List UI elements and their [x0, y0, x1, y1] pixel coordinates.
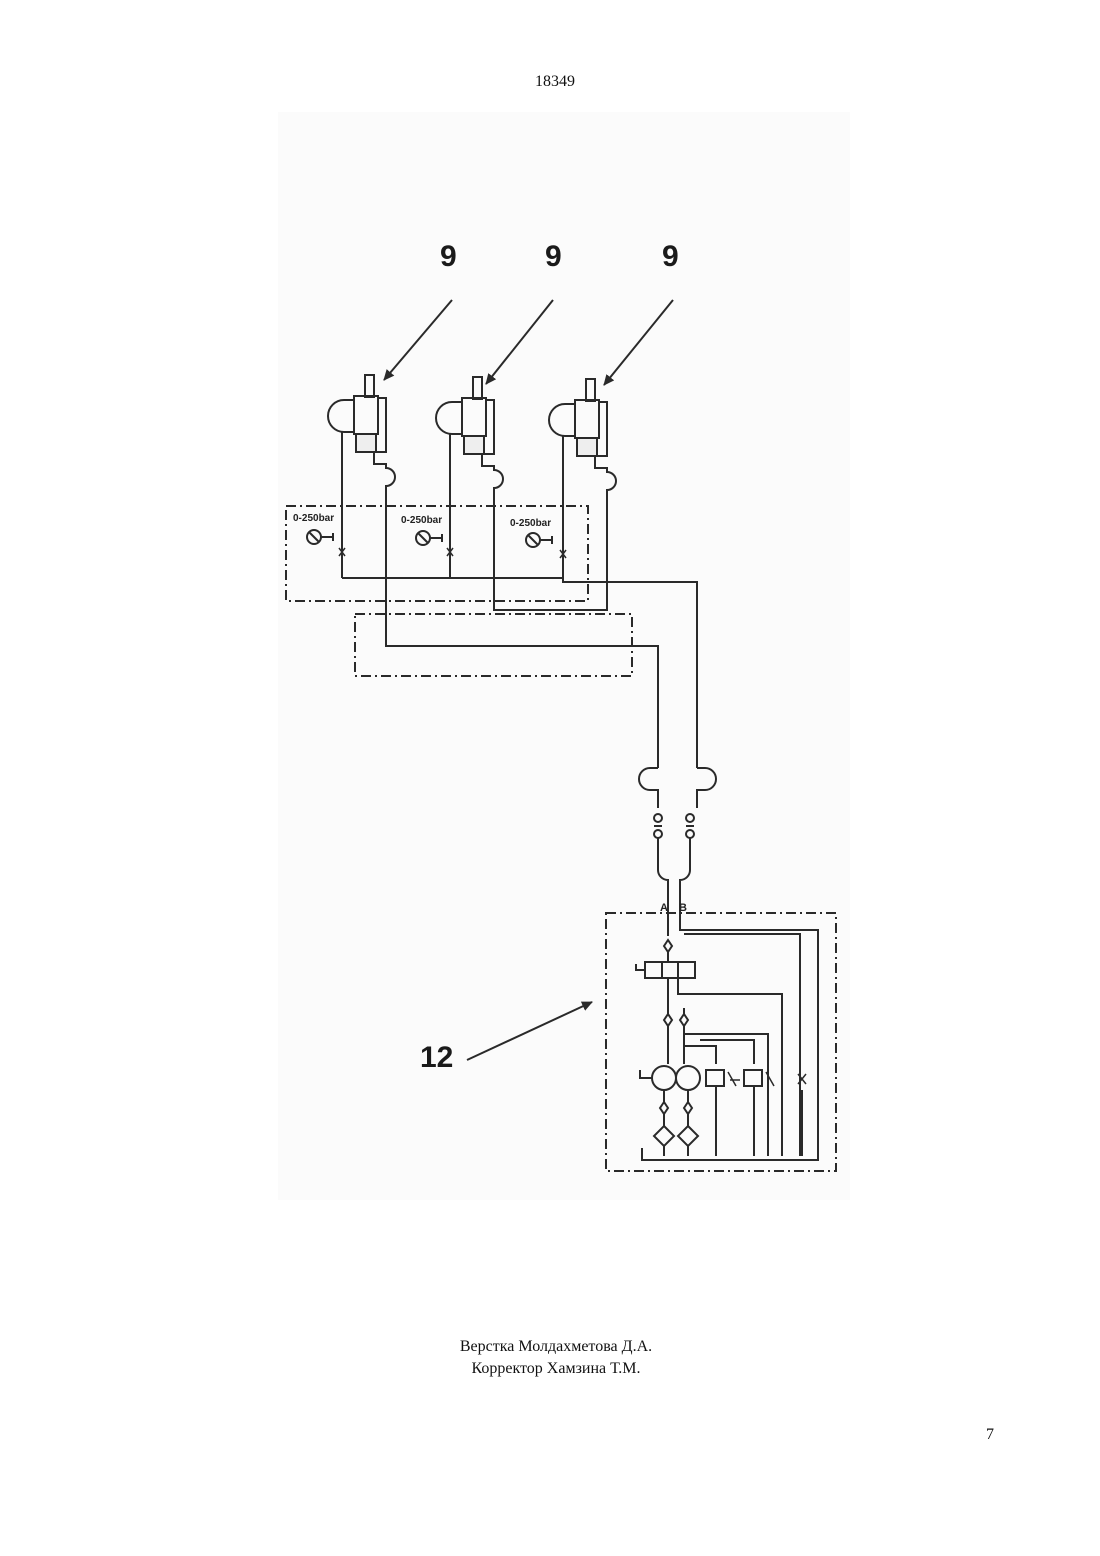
port-label-a: A	[660, 902, 668, 914]
page-number: 7	[986, 1426, 994, 1444]
directional-valve	[645, 962, 695, 978]
leader-arrow-cylinder-3	[604, 300, 673, 385]
pressure-gauge-1: 0-250bar	[293, 513, 345, 556]
hose-coupling-assembly	[639, 768, 716, 916]
gauge-label-2: 0-250bar	[401, 515, 442, 526]
pump-1	[652, 1066, 676, 1090]
callout-label-power-unit: 12	[420, 1041, 453, 1074]
callout-label-cylinder-1: 9	[440, 240, 457, 273]
gauge-label-1: 0-250bar	[293, 513, 334, 524]
leader-arrow-cylinder-2	[486, 300, 553, 384]
power-unit-internals	[636, 916, 818, 1160]
callout-label-cylinder-2: 9	[545, 240, 562, 273]
callout-label-cylinder-3: 9	[662, 240, 679, 273]
leader-arrow-power-unit	[467, 1002, 592, 1060]
hydraulic-cylinder-2	[436, 377, 503, 578]
supply-line-a	[342, 578, 697, 768]
filter-2	[678, 1126, 698, 1146]
hydraulic-cylinder-3	[549, 379, 616, 578]
return-line-b	[386, 578, 658, 768]
pressure-gauge-3: 0-250bar	[510, 518, 566, 558]
pressure-gauge-2: 0-250bar	[401, 515, 453, 556]
layout-credit: Верстка Молдахметова Д.А.	[0, 1336, 1100, 1358]
corrector-credit: Корректор Хамзина Т.М.	[0, 1358, 1100, 1380]
hydraulic-cylinder-1	[328, 375, 395, 578]
port-label-b: B	[679, 902, 687, 914]
oil-tank	[642, 1148, 818, 1160]
filter-1	[654, 1126, 674, 1146]
pump-2	[676, 1066, 700, 1090]
credits: Верстка Молдахметова Д.А. Корректор Хамз…	[0, 1336, 1100, 1380]
leader-arrow-cylinder-1	[384, 300, 452, 380]
gauge-label-3: 0-250bar	[510, 518, 551, 529]
relief-valve-1	[706, 1070, 724, 1086]
relief-valve-2	[744, 1070, 762, 1086]
